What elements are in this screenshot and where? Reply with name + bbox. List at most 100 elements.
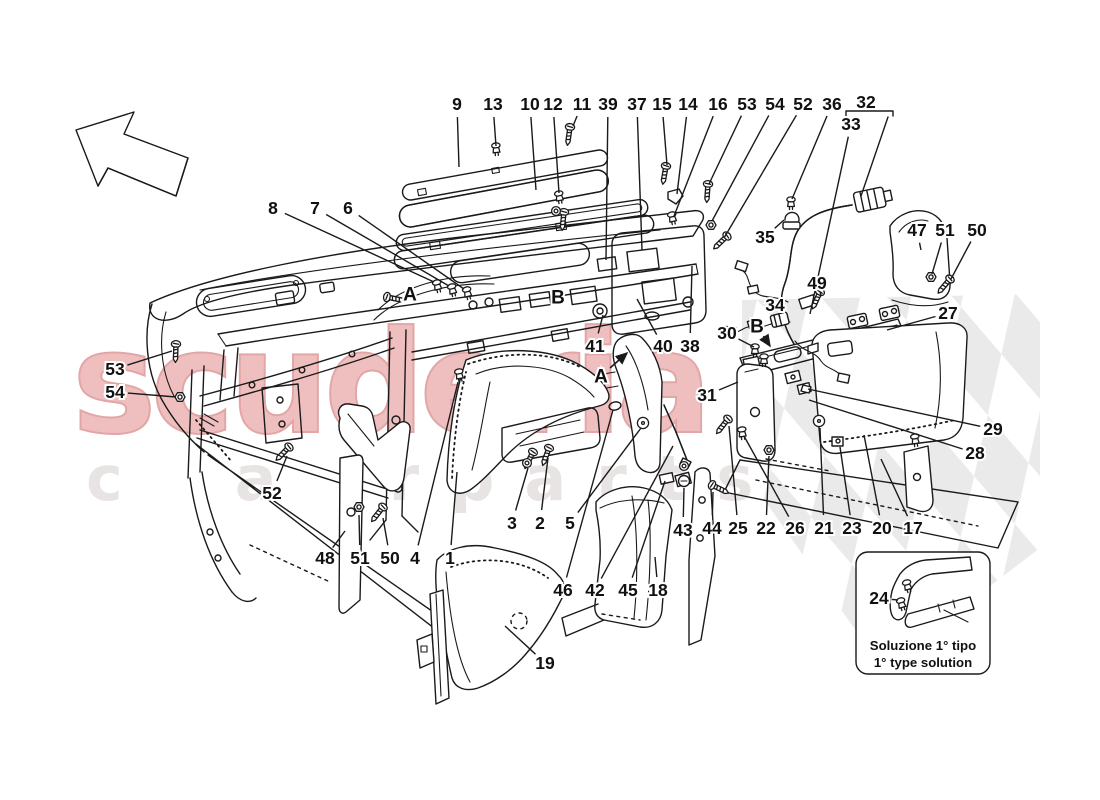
leader-line — [325, 213, 450, 287]
knee-bolster — [416, 545, 565, 705]
part-number-label: 53 — [737, 94, 757, 114]
leader-line — [127, 392, 177, 398]
fastener-glyph — [812, 414, 826, 428]
fastener-glyph — [562, 122, 576, 147]
leader-line — [931, 242, 942, 275]
leader-line — [127, 350, 173, 366]
part-number-label: 29 — [983, 419, 1003, 439]
bracket-14 — [667, 188, 684, 205]
part-number-label: 49 — [807, 273, 827, 293]
sensor — [769, 311, 790, 328]
part-number-label: 20 — [872, 518, 892, 538]
part-number-label: 30 — [717, 323, 737, 343]
part-number-label: 10 — [520, 94, 540, 114]
watermark-big-text: scuderia — [72, 301, 706, 466]
part-number-label: 2 — [535, 513, 545, 533]
leader-line — [819, 427, 825, 516]
leader-line — [880, 458, 909, 517]
part-number-label: 39 — [598, 94, 618, 114]
leader-line — [600, 445, 674, 579]
leader-line — [382, 517, 389, 546]
leader-line — [809, 136, 849, 315]
leader-line — [891, 598, 899, 601]
part-number-label: 27 — [938, 303, 957, 323]
leader-line — [417, 381, 459, 546]
fastener-glyph — [705, 220, 717, 230]
part-number-label: 25 — [728, 518, 748, 538]
leader-line — [673, 115, 714, 217]
leader-line — [765, 455, 770, 516]
part-number-label: 19 — [535, 653, 555, 673]
part-number-label: 6 — [343, 198, 353, 218]
leader-line — [778, 314, 781, 318]
part-number-label: 34 — [765, 295, 785, 315]
part-number-label: 21 — [814, 518, 834, 538]
leader-line — [682, 487, 685, 518]
part-number-label: 22 — [756, 518, 776, 538]
cable-clamp — [782, 211, 801, 230]
leader-line — [738, 338, 755, 348]
view-marker-label: B — [750, 317, 764, 338]
part-number-label: 54 — [105, 382, 125, 402]
part-number-label: 40 — [653, 336, 673, 356]
part-number-label: 11 — [573, 94, 592, 114]
view-marker-label: A — [594, 367, 608, 388]
view-marker-label: B — [551, 288, 565, 309]
part-number-label: 15 — [652, 94, 672, 114]
fastener-glyph — [712, 412, 735, 438]
part-number-label: 35 — [755, 227, 775, 247]
leader-line — [332, 530, 346, 549]
leader-line — [654, 556, 658, 578]
leader-line — [791, 115, 828, 200]
leader-line — [553, 116, 560, 194]
part-number-label: 43 — [673, 520, 693, 540]
fastener-glyph — [666, 210, 679, 226]
part-number-label: 52 — [262, 483, 282, 503]
part-number-label: 44 — [702, 518, 722, 538]
leader-line — [530, 116, 537, 191]
leader-line — [636, 116, 643, 251]
leader-line — [711, 491, 714, 516]
inset-trim-drawing — [889, 556, 975, 628]
leader-line — [358, 214, 465, 290]
direction-arrow-icon — [75, 111, 189, 197]
part-number-label: 24 — [869, 588, 889, 608]
leader-line — [819, 291, 822, 296]
fastener-glyph — [636, 416, 650, 430]
leader-line — [597, 314, 604, 334]
part-number-label: 5 — [565, 513, 575, 533]
view-marker-label: A — [403, 285, 417, 306]
leader-line — [504, 625, 536, 655]
part-number-label: 18 — [648, 580, 668, 600]
part-number-label: 41 — [585, 336, 605, 356]
part-number-label: 3 — [507, 513, 517, 533]
part-number-label: 47 — [907, 220, 926, 240]
glovebox-assembly — [446, 333, 693, 494]
part-number-label: 28 — [965, 443, 985, 463]
leader-line — [605, 116, 609, 261]
view-marker-arrow — [609, 351, 629, 369]
leader-line — [886, 315, 936, 331]
leader-line — [450, 471, 458, 546]
part-number-label: 23 — [842, 518, 862, 538]
leader-line — [636, 298, 658, 335]
inset-caption-line1: Soluzione 1° tipo — [870, 638, 976, 653]
part-number-label: 12 — [543, 94, 563, 114]
leader-line — [743, 435, 790, 517]
inset-caption-line2: 1° type solution — [874, 655, 972, 670]
fastener-glyph — [709, 229, 734, 253]
instrument-fascia — [217, 256, 699, 347]
leader-line — [863, 434, 881, 516]
part-number-label: 8 — [268, 198, 278, 218]
part-number-label: 9 — [452, 94, 462, 114]
part-number-label: 37 — [627, 94, 646, 114]
part-number-label: 4 — [410, 548, 420, 568]
leader-line — [950, 241, 972, 280]
fastener-glyph — [550, 205, 562, 217]
leader-line — [540, 457, 549, 511]
harness-connector — [852, 186, 894, 213]
leader-line — [718, 381, 739, 391]
part-number-label: 50 — [967, 220, 987, 240]
